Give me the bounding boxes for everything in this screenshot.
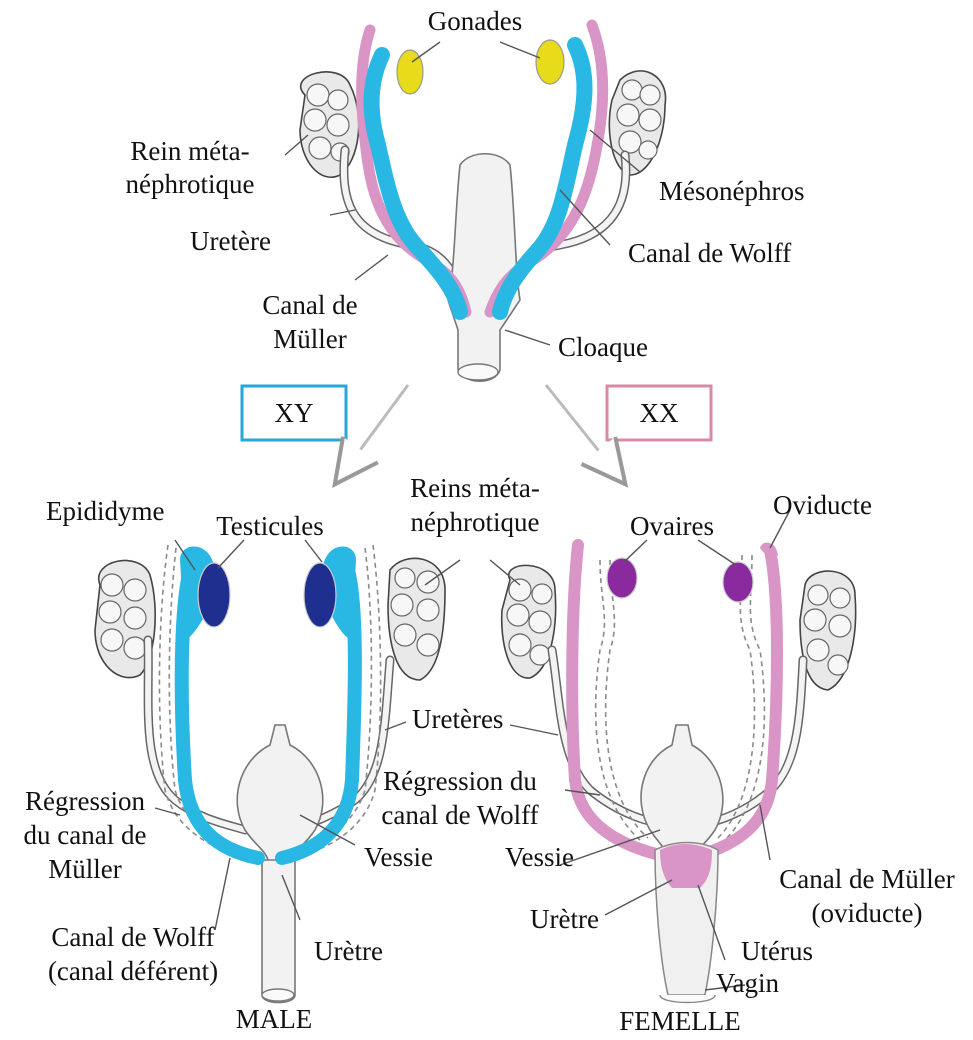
testicule-right <box>304 563 336 627</box>
label-vessie-female: Vessie <box>505 842 574 872</box>
label-ureteres: Uretères <box>412 704 503 734</box>
label-canal-wolff-male-1: Canal de Wolff <box>51 922 214 952</box>
label-canal-wolff-top: Canal de Wolff <box>628 238 791 268</box>
label-testicules: Testicules <box>216 511 324 541</box>
wolff-duct-left-top <box>372 55 460 312</box>
xy-label: XY <box>275 398 314 428</box>
label-cloaque: Cloaque <box>558 332 648 362</box>
label-regression-muller-3: Müller <box>48 854 122 884</box>
label-canal-muller-top-1: Canal de <box>262 290 357 320</box>
cloaque-shape <box>448 154 520 382</box>
wolff-duct-right-top <box>500 45 584 312</box>
label-canal-wolff-male-2: (canal déférent) <box>48 956 218 986</box>
undifferentiated-stage <box>300 25 666 381</box>
label-ovaires: Ovaires <box>630 511 714 541</box>
kidney-left-female <box>502 565 556 678</box>
label-reins-mid-1: Reins méta- <box>410 473 540 503</box>
label-male: MALE <box>236 1004 313 1034</box>
kidney-left-top <box>300 72 359 177</box>
label-uretere: Uretère <box>190 226 271 256</box>
label-vagin: Vagin <box>716 968 779 998</box>
label-canal-muller-female-2: (oviducte) <box>812 898 923 928</box>
label-regression-muller-2: du canal de <box>24 820 147 850</box>
label-epididyme: Epididyme <box>46 496 164 526</box>
testicule-left <box>198 563 230 627</box>
label-rein-top-2: néphrotique <box>126 169 255 199</box>
label-canal-muller-top-2: Müller <box>273 324 347 354</box>
label-oviducte: Oviducte <box>773 490 872 520</box>
label-vessie-male: Vessie <box>364 842 433 872</box>
uretre-male-shape <box>262 860 295 1003</box>
label-rein-top-1: Rein méta- <box>130 136 249 166</box>
label-femelle: FEMELLE <box>619 1006 741 1035</box>
ovaire-left <box>607 558 637 598</box>
label-uretre-female: Urètre <box>530 904 599 934</box>
label-uretre-male: Urètre <box>314 936 383 966</box>
ovaire-right <box>723 562 753 602</box>
label-gonades: Gonades <box>428 6 522 36</box>
label-reins-mid-2: néphrotique <box>411 507 540 537</box>
label-mesonephros: Mésonéphros <box>659 176 804 206</box>
kidney-right-female <box>800 571 856 690</box>
label-regression-wolff-2: canal de Wolff <box>381 800 538 830</box>
label-regression-muller-1: Régression <box>25 786 145 816</box>
gonad-right <box>536 40 564 84</box>
xx-label: XX <box>640 398 679 428</box>
label-canal-muller-female-1: Canal de Müller <box>779 864 954 894</box>
label-uterus: Utérus <box>741 936 813 966</box>
kidney-right-top <box>609 71 665 175</box>
arrow-to-male <box>338 385 408 480</box>
uterus-shape <box>660 844 712 888</box>
label-regression-wolff-1: Régression du <box>383 766 537 796</box>
